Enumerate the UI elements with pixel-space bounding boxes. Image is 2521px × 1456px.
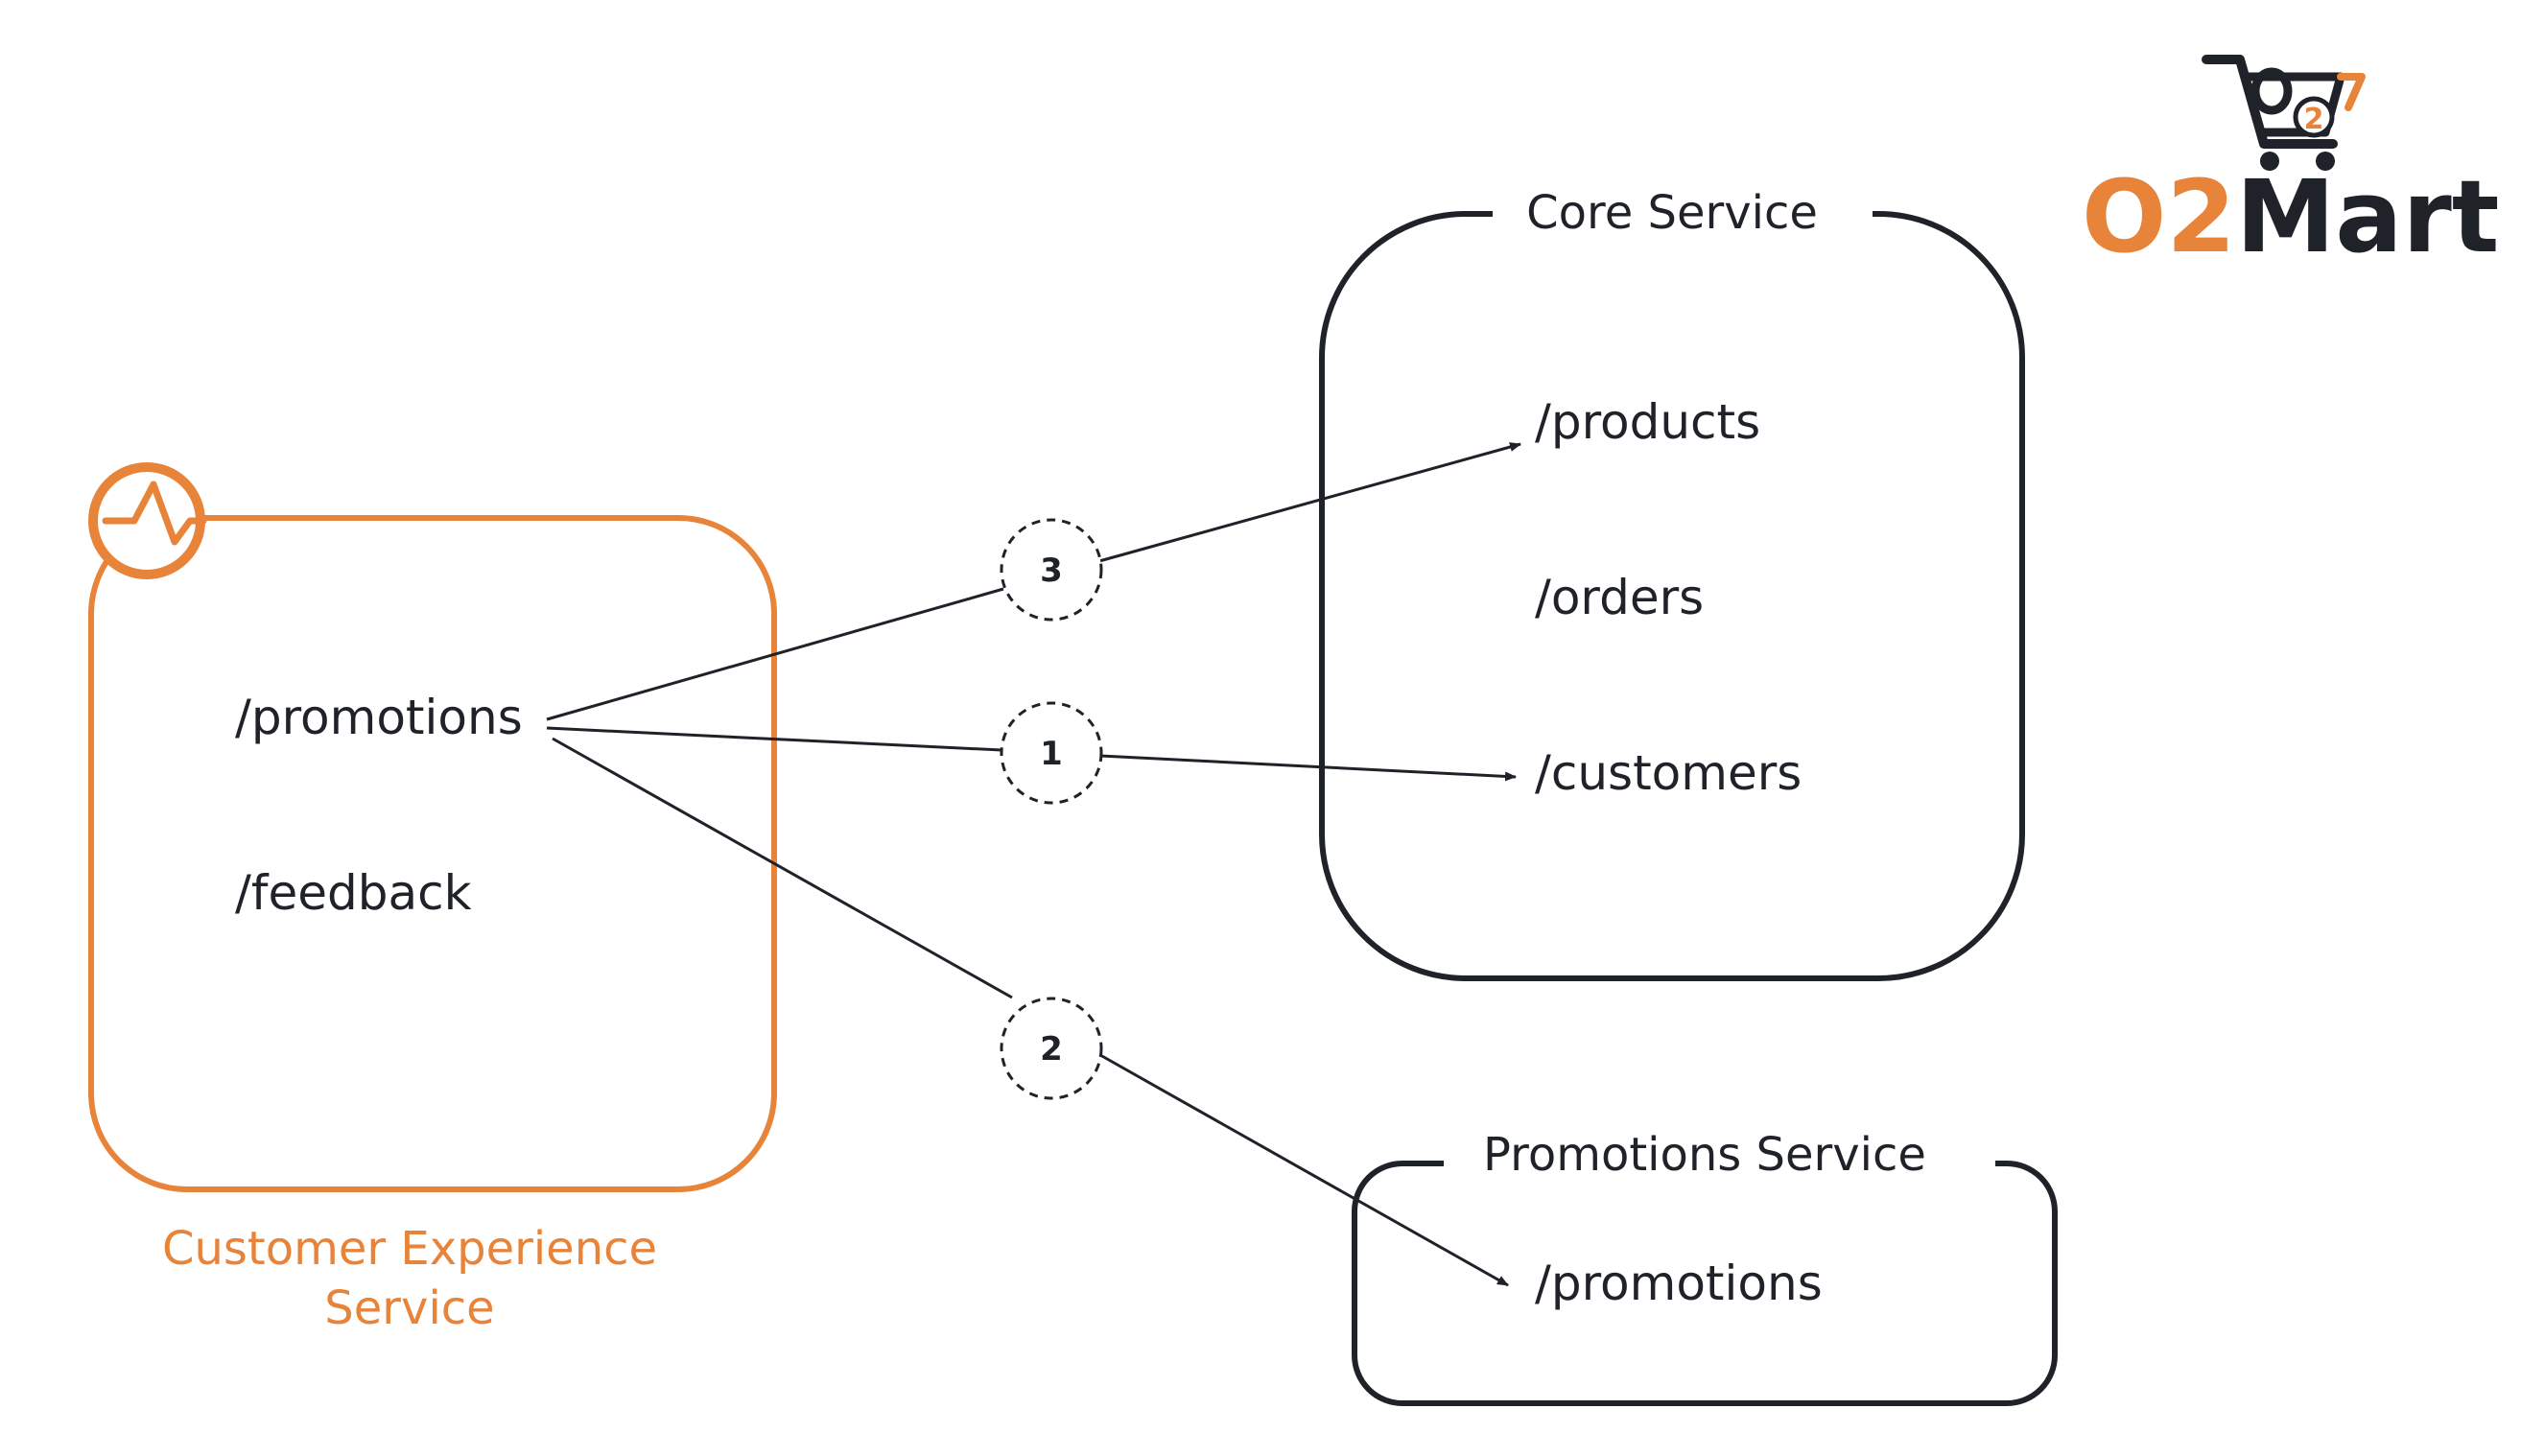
connector-step-1-b xyxy=(1099,754,1517,782)
logo-wordmark-o2: O2 xyxy=(2082,158,2236,275)
connectors xyxy=(546,442,1521,1287)
pulse-icon xyxy=(88,462,207,579)
connector-step-3-a xyxy=(546,587,1004,721)
step-marker-1: 1 xyxy=(1000,701,1103,805)
step-circle xyxy=(1000,701,1103,805)
logo-badge-number: 2 xyxy=(2304,103,2324,136)
endpoint-products: /products xyxy=(1535,394,1760,450)
connector-step-2-b xyxy=(1099,1053,1509,1287)
step-number: 2 xyxy=(1040,1030,1063,1069)
endpoint-orders: /orders xyxy=(1535,570,1704,625)
step-marker-2: 2 xyxy=(1000,997,1103,1100)
customer-experience-service-box xyxy=(88,515,777,1192)
o2mart-logo: 2 O2Mart xyxy=(2082,55,2499,275)
shopping-cart-icon: 2 xyxy=(2202,55,2366,171)
core-service-label: Core Service xyxy=(1526,186,1818,240)
promotions-service: Promotions Service /promotions xyxy=(1352,1128,2058,1406)
connector-step-2-a xyxy=(552,737,1013,999)
endpoint-promotions: /promotions xyxy=(235,690,523,745)
customer-experience-service-label-line1: Customer Experience xyxy=(162,1222,657,1276)
connector-step-3-b xyxy=(1098,442,1521,563)
step-circle xyxy=(1000,518,1103,622)
core-service: Core Service /products /orders /customer… xyxy=(1319,186,2025,981)
customer-experience-service-label-line2: Service xyxy=(324,1281,494,1335)
endpoint-customers: /customers xyxy=(1535,745,1802,801)
logo-wordmark: O2Mart xyxy=(2082,158,2499,275)
endpoint-feedback: /feedback xyxy=(235,865,472,921)
logo-wordmark-mart: Mart xyxy=(2236,158,2500,275)
core-service-box xyxy=(1319,211,2025,981)
promotions-service-label: Promotions Service xyxy=(1483,1128,1926,1182)
step-circle xyxy=(1000,997,1103,1100)
step-marker-3: 3 xyxy=(1000,518,1103,622)
customer-experience-service: /promotions /feedback Customer Experienc… xyxy=(88,462,777,1335)
step-number: 1 xyxy=(1040,735,1063,773)
endpoint-promotions-service: /promotions xyxy=(1535,1256,1823,1311)
connector-step-1-a xyxy=(546,726,1002,752)
step-number: 3 xyxy=(1040,552,1063,590)
